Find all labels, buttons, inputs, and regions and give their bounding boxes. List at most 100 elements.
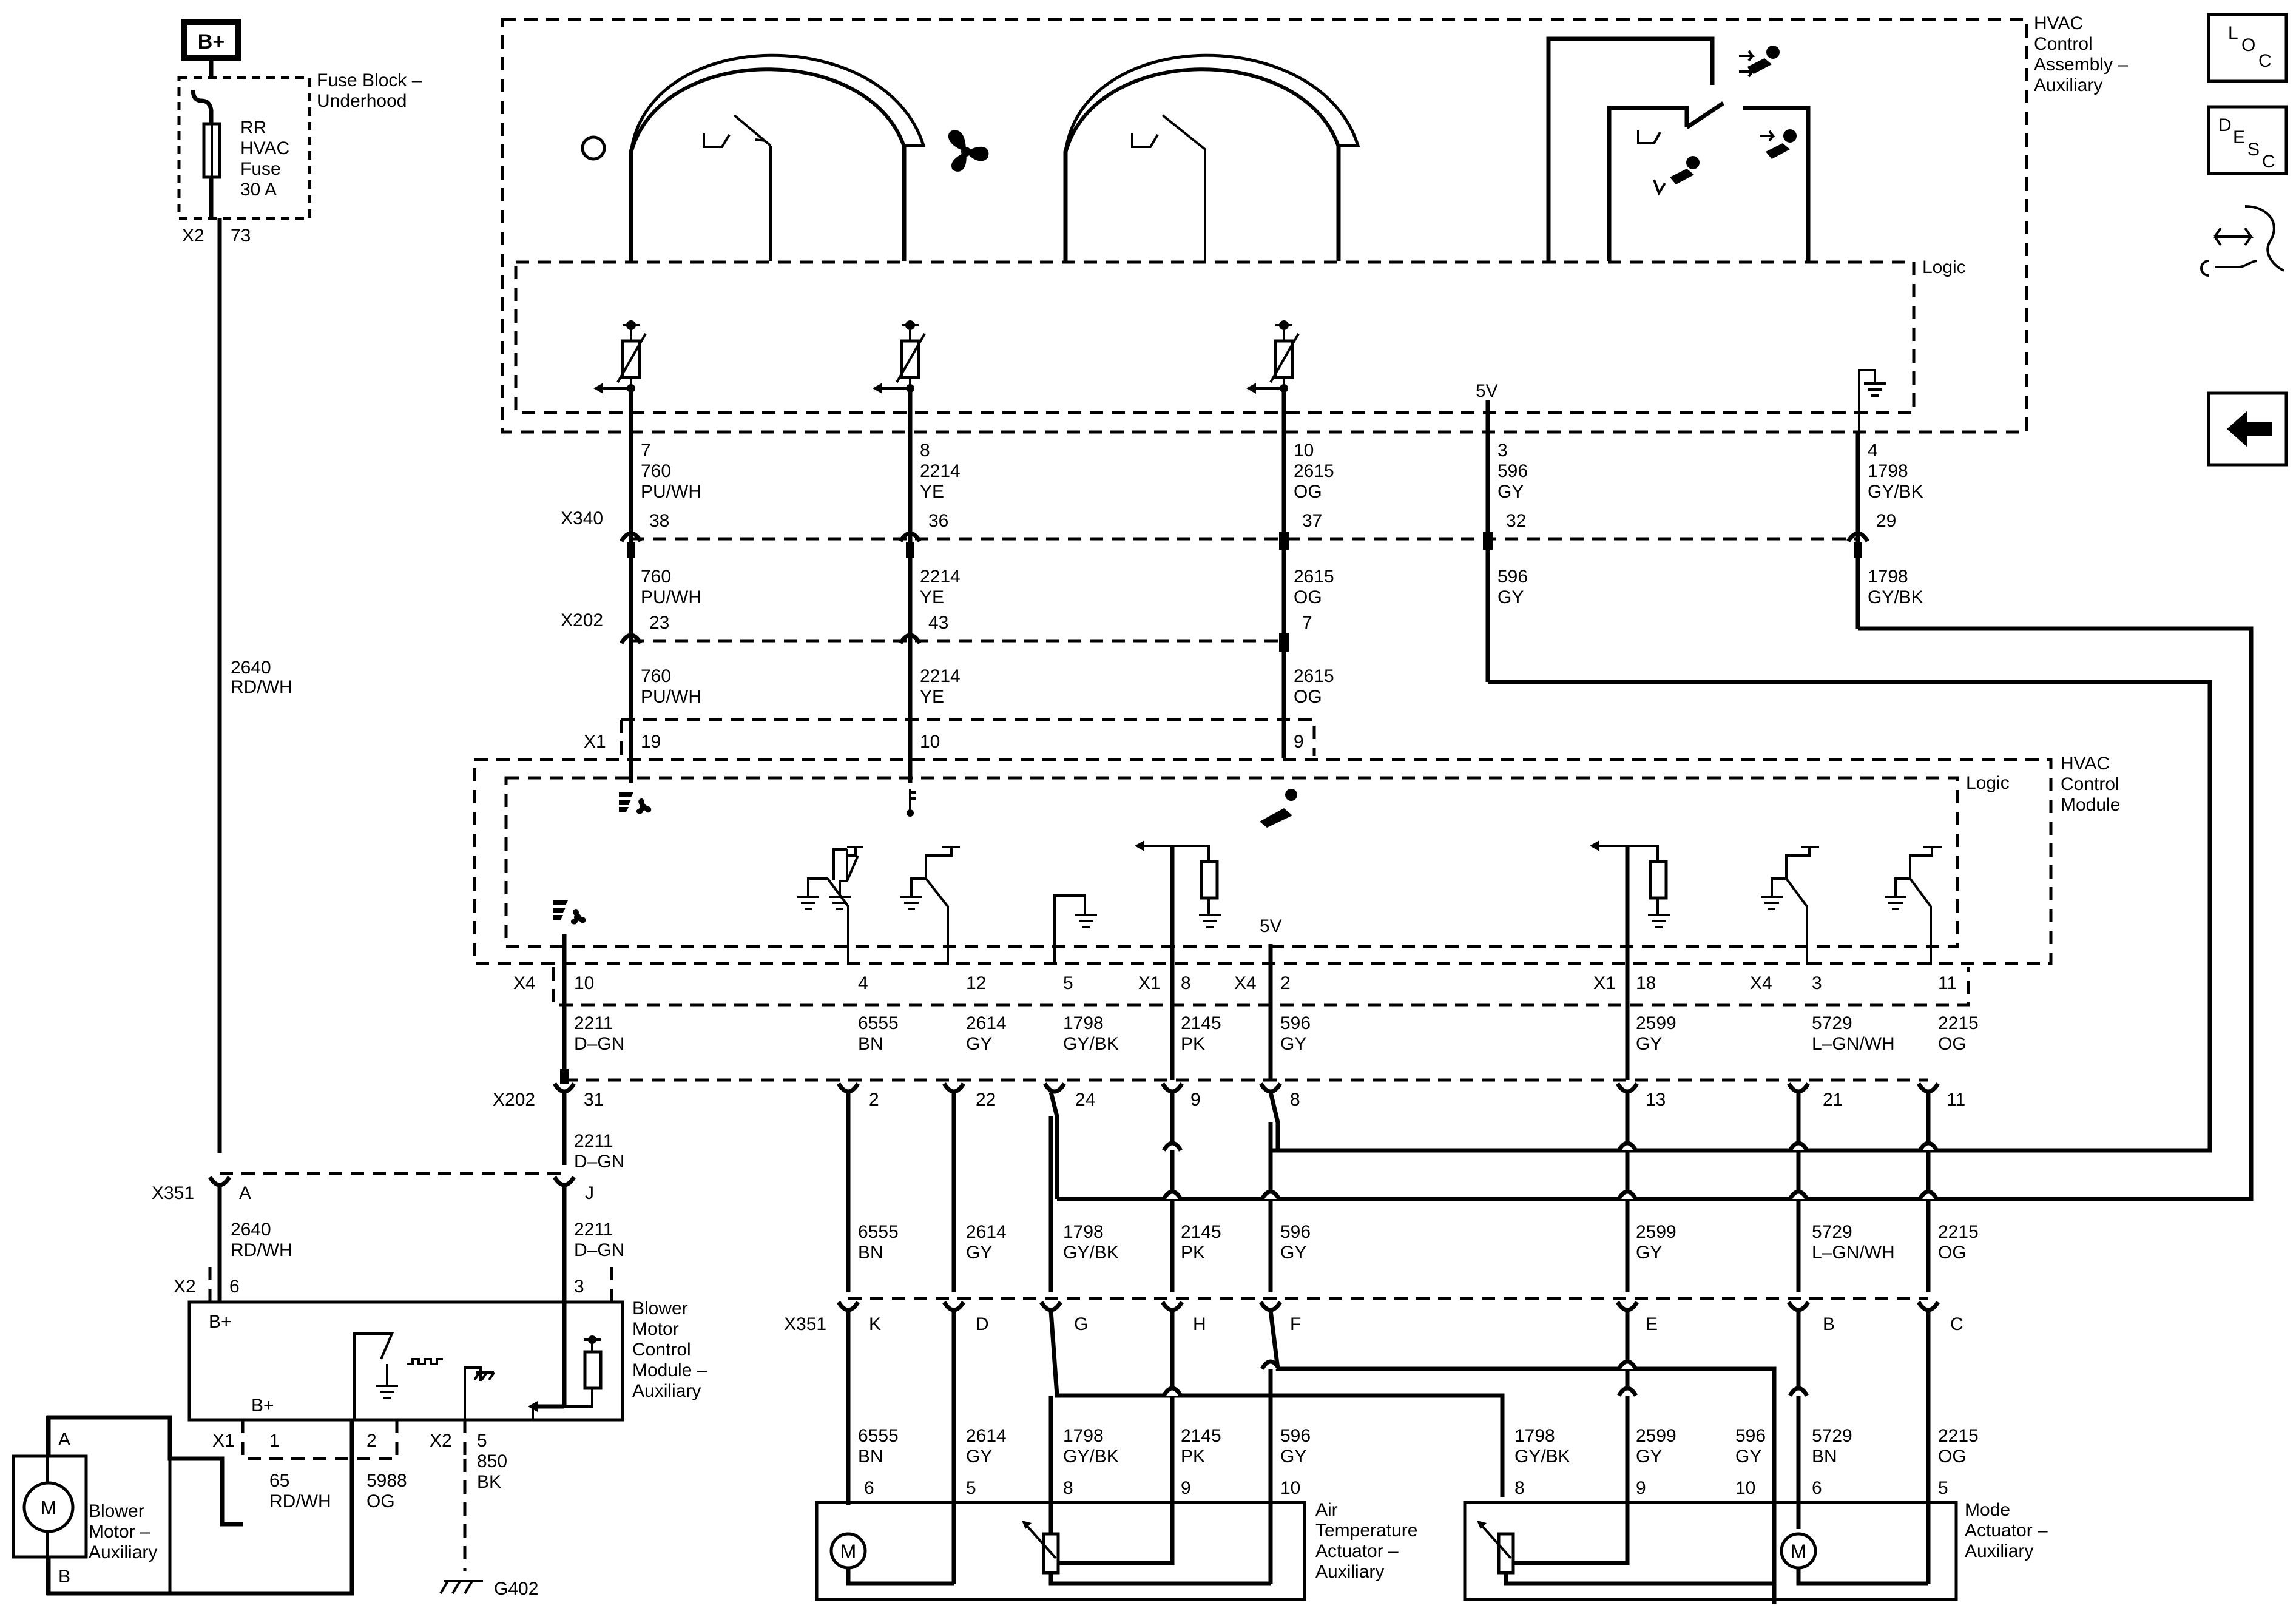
middle-circuit-labels: 6555 BN 2614 GY 1798 GY/BK 2145 PK 596 G… bbox=[858, 1222, 1979, 1263]
svg-text:73: 73 bbox=[231, 226, 251, 246]
svg-text:760: 760 bbox=[641, 567, 671, 587]
svg-text:OG: OG bbox=[1294, 482, 1322, 502]
svg-text:11: 11 bbox=[1947, 1090, 1965, 1110]
svg-text:YE: YE bbox=[920, 587, 944, 607]
temperature-knob-1 bbox=[581, 53, 926, 261]
svg-text:Module –: Module – bbox=[632, 1360, 707, 1380]
svg-text:GY: GY bbox=[966, 1447, 992, 1467]
svg-text:GY: GY bbox=[1280, 1243, 1306, 1263]
svg-text:YE: YE bbox=[920, 687, 944, 707]
svg-text:L–GN/WH: L–GN/WH bbox=[1812, 1243, 1895, 1263]
seat-vent-icon-2 bbox=[1686, 156, 1700, 169]
svg-text:2599: 2599 bbox=[1636, 1222, 1676, 1242]
desc-button[interactable]: D E S C bbox=[2207, 105, 2288, 175]
svg-text:22: 22 bbox=[976, 1090, 996, 1110]
svg-text:X4: X4 bbox=[1234, 973, 1257, 993]
svg-text:Auxiliary: Auxiliary bbox=[1315, 1562, 1384, 1582]
svg-text:Air: Air bbox=[1315, 1500, 1338, 1520]
x202-lower-terminals bbox=[553, 1069, 1940, 1094]
svg-text:65: 65 bbox=[269, 1471, 289, 1491]
svg-text:32: 32 bbox=[1506, 511, 1526, 531]
svg-text:BK: BK bbox=[477, 1472, 501, 1492]
svg-text:5V: 5V bbox=[1476, 381, 1498, 401]
svg-text:D–GN: D–GN bbox=[574, 1152, 624, 1172]
svg-text:A: A bbox=[58, 1430, 70, 1450]
repair-info-icon[interactable] bbox=[2200, 205, 2284, 277]
svg-text:2615: 2615 bbox=[1294, 666, 1334, 686]
svg-text:F: F bbox=[1290, 1314, 1301, 1334]
svg-text:BN: BN bbox=[1812, 1447, 1837, 1467]
loc-button[interactable]: L O C bbox=[2207, 13, 2288, 83]
svg-text:36: 36 bbox=[928, 511, 948, 531]
potentiometer-1 bbox=[593, 320, 647, 394]
svg-text:2145: 2145 bbox=[1181, 1013, 1221, 1033]
svg-text:E: E bbox=[2233, 127, 2245, 147]
ground-symbol-top bbox=[1858, 369, 1886, 432]
bus-crossings bbox=[1161, 1141, 1939, 1200]
svg-text:1798: 1798 bbox=[1868, 567, 1908, 587]
svg-text:GY: GY bbox=[966, 1034, 992, 1054]
x351-left-terminals bbox=[208, 1176, 576, 1187]
svg-text:Control: Control bbox=[2061, 774, 2119, 794]
back-button[interactable] bbox=[2207, 391, 2288, 467]
fuse-block: Fuse Block – Underhood RR HVAC Fuse 30 A bbox=[177, 70, 422, 220]
svg-text:6555: 6555 bbox=[858, 1222, 899, 1242]
svg-text:2599: 2599 bbox=[1636, 1013, 1676, 1033]
svg-text:21: 21 bbox=[1823, 1090, 1843, 1110]
seat-icon bbox=[1260, 789, 1297, 828]
blower-speed-icon-2 bbox=[553, 900, 586, 925]
svg-text:GY: GY bbox=[1636, 1243, 1662, 1263]
svg-text:1798: 1798 bbox=[1868, 461, 1908, 481]
svg-text:3: 3 bbox=[574, 1277, 584, 1297]
svg-text:Logic: Logic bbox=[1966, 773, 2010, 793]
svg-text:8: 8 bbox=[1181, 973, 1191, 993]
svg-text:8: 8 bbox=[1514, 1478, 1525, 1498]
svg-text:X2: X2 bbox=[174, 1277, 196, 1297]
mode-knob bbox=[1063, 53, 1360, 261]
svg-text:GY: GY bbox=[966, 1243, 992, 1263]
svg-text:2614: 2614 bbox=[966, 1013, 1007, 1033]
svg-text:X1: X1 bbox=[1138, 973, 1161, 993]
ground-g402: G402 bbox=[439, 1579, 538, 1599]
svg-text:596: 596 bbox=[1497, 567, 1528, 587]
svg-text:B: B bbox=[58, 1567, 70, 1587]
svg-text:GY: GY bbox=[1280, 1447, 1306, 1467]
svg-text:HVAC: HVAC bbox=[2061, 754, 2110, 774]
svg-text:5: 5 bbox=[966, 1478, 976, 1498]
svg-text:5729: 5729 bbox=[1812, 1222, 1852, 1242]
potentiometer-3 bbox=[1246, 320, 1300, 394]
mode-actuator: Mode Actuator – Auxiliary M bbox=[1463, 1500, 2048, 1601]
svg-text:30 A: 30 A bbox=[240, 180, 277, 200]
svg-text:OG: OG bbox=[1938, 1243, 1967, 1263]
svg-text:G: G bbox=[1074, 1314, 1088, 1334]
position-sensor bbox=[1042, 1532, 1060, 1575]
svg-text:E: E bbox=[1646, 1314, 1658, 1334]
air-temperature-actuator: Air Temperature Actuator – Auxiliary M bbox=[815, 1500, 1417, 1601]
svg-text:GY/BK: GY/BK bbox=[1514, 1447, 1570, 1467]
svg-text:Auxiliary: Auxiliary bbox=[632, 1381, 701, 1401]
svg-text:596: 596 bbox=[1280, 1013, 1311, 1033]
svg-text:24: 24 bbox=[1075, 1090, 1095, 1110]
svg-text:850: 850 bbox=[477, 1451, 507, 1471]
svg-text:3: 3 bbox=[1497, 441, 1508, 461]
seat-vent-icon-3 bbox=[1783, 129, 1797, 143]
svg-text:9: 9 bbox=[1294, 732, 1304, 752]
svg-text:6: 6 bbox=[1812, 1478, 1822, 1498]
svg-text:OG: OG bbox=[1938, 1447, 1967, 1467]
svg-text:2215: 2215 bbox=[1938, 1222, 1979, 1242]
svg-text:29: 29 bbox=[1876, 511, 1896, 531]
svg-text:GY/BK: GY/BK bbox=[1063, 1034, 1119, 1054]
svg-text:D–GN: D–GN bbox=[574, 1240, 624, 1260]
recirc-switch bbox=[1546, 36, 1811, 261]
svg-text:X1: X1 bbox=[212, 1431, 235, 1451]
svg-text:M: M bbox=[41, 1497, 57, 1519]
svg-text:Motor: Motor bbox=[632, 1319, 679, 1339]
svg-text:Auxiliary: Auxiliary bbox=[1965, 1541, 2033, 1561]
x340-terminals bbox=[620, 531, 1869, 558]
svg-text:7: 7 bbox=[1302, 613, 1312, 633]
x202-top-terminals bbox=[620, 633, 1289, 652]
svg-text:1798: 1798 bbox=[1063, 1426, 1104, 1446]
svg-text:1798: 1798 bbox=[1063, 1222, 1104, 1242]
svg-text:X351: X351 bbox=[152, 1183, 194, 1203]
